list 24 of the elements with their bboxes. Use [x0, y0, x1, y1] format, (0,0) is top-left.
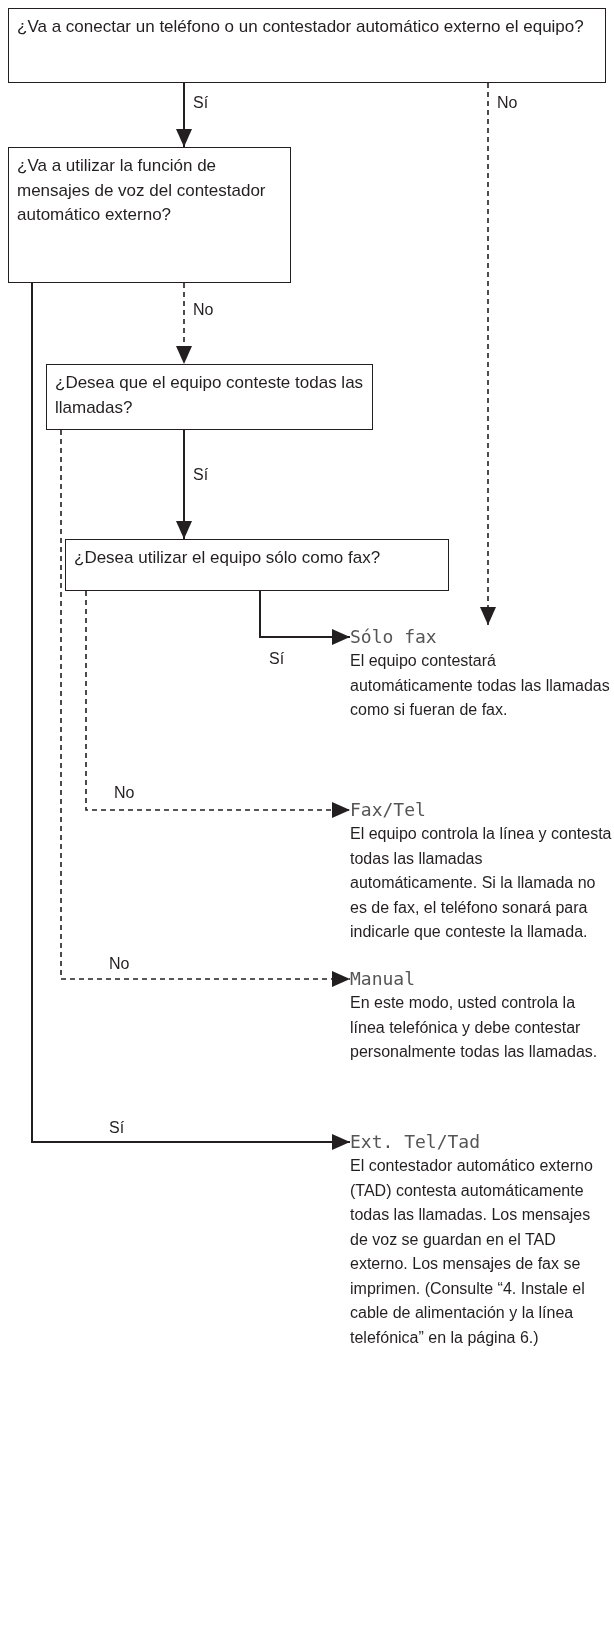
question-box [65, 539, 449, 591]
arrow [176, 82, 192, 148]
dashed-arrow [480, 82, 496, 626]
question-box [8, 147, 291, 283]
question-box [46, 364, 373, 430]
arrow [259, 590, 351, 645]
mode-description: El equipo contestará automáticamente todas las llamadas como si fueran de fax. [350, 651, 611, 720]
arrow [176, 429, 192, 540]
mode-heading: Sólo fax [350, 625, 437, 649]
mode-heading: Manual [350, 967, 416, 991]
mode-heading: Ext. Tel/Tad [350, 1130, 481, 1154]
question-text: ¿Desea que el equipo conteste todas las llamadas? [55, 372, 364, 419]
arrow [31, 282, 351, 1150]
mode-description: El equipo controla la línea y contesta todas las llamadas automáticamente. Si la llamada no es de fax, el teléfono sonará para indicarle que conteste la llamada. [350, 824, 612, 942]
dashed-arrow [176, 282, 192, 365]
question-box [8, 8, 606, 83]
dashed-arrow [85, 590, 351, 818]
mode-description: El contestador automático externo (TAD) contesta automáticamente todas las llamadas. Los mensajes de voz se guardan en el TAD externo. Los mensajes de fax se imprimen. (Consulte “4. Instale el cable de alimentación y la línea telefónica” en la página 6.) [350, 1156, 594, 1348]
mode-heading: Fax/Tel [350, 798, 426, 822]
question-text: ¿Va a utilizar la función de mensajes de voz del contestador automático externo? [17, 155, 267, 226]
mode-description: En este modo, usted controla la línea telefónica y debe contestar personalmente todas las llamadas. [350, 993, 599, 1062]
dashed-arrow [60, 429, 351, 987]
question-text: ¿Va a conectar un teléfono o un contestador automático externo el equipo? [17, 16, 585, 38]
question-text: ¿Desea utilizar el equipo sólo como fax? [74, 547, 382, 569]
